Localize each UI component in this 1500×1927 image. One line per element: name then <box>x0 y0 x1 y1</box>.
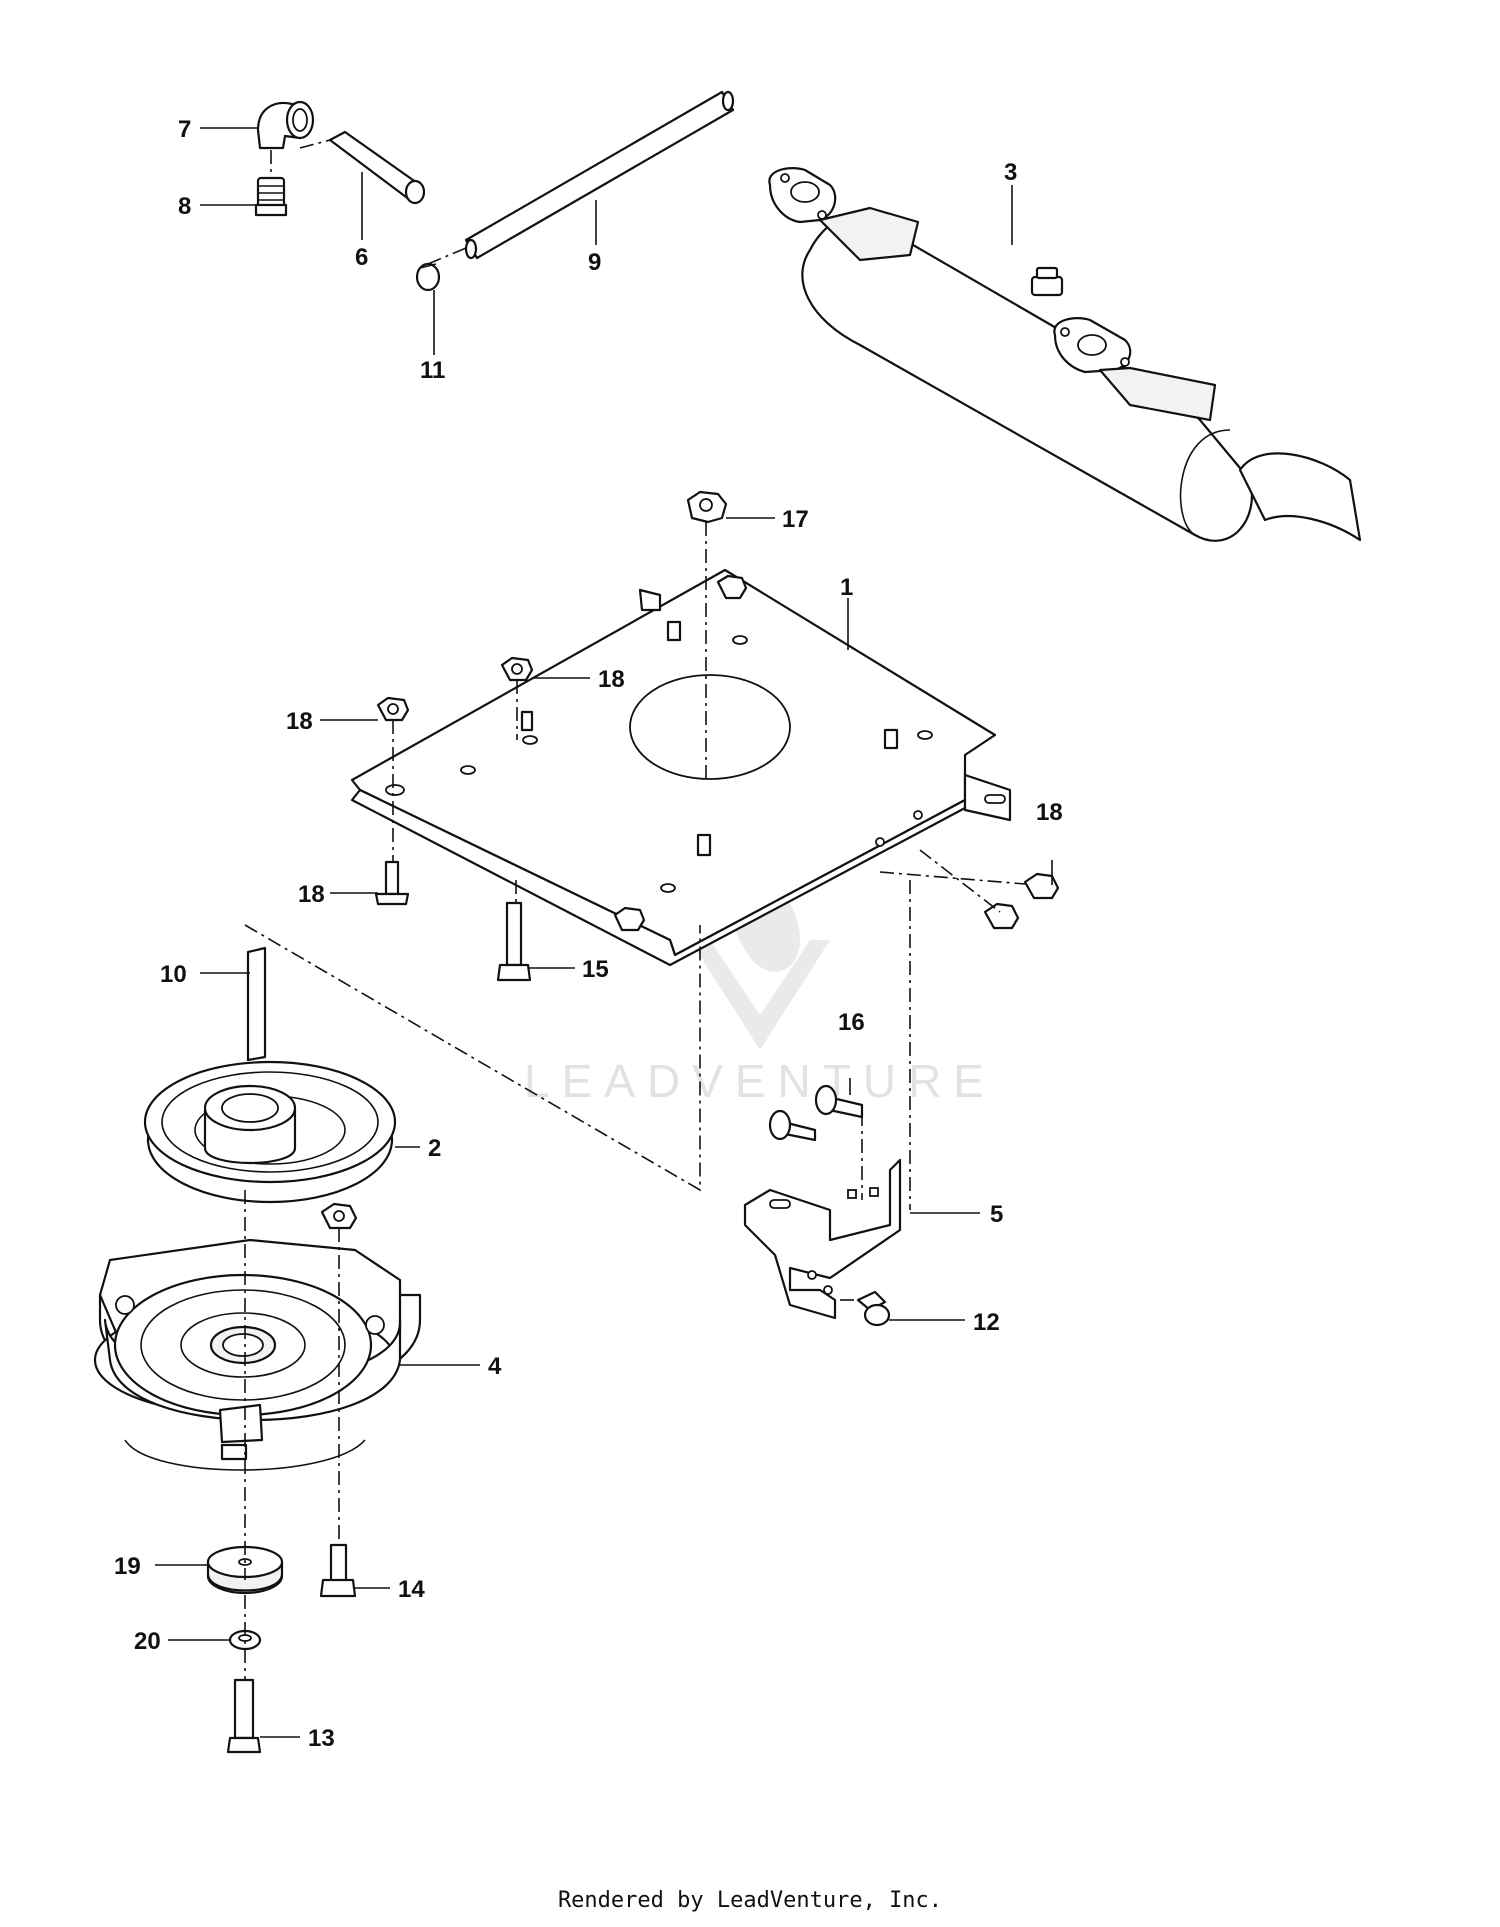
callout-17: 17 <box>782 506 809 533</box>
part-14-bolt <box>319 1543 357 1598</box>
callout-8: 8 <box>178 193 191 220</box>
part-15-bolt <box>496 901 532 982</box>
part-4-clutch <box>93 1238 422 1471</box>
callout-18-right: 18 <box>1036 799 1063 826</box>
part-18-bolt <box>374 860 410 906</box>
callout-10: 10 <box>160 961 187 988</box>
callout-20: 20 <box>134 1628 161 1655</box>
part-3-muffler <box>768 167 1362 542</box>
part-17-nut <box>686 490 728 524</box>
part-2-pulley <box>143 1060 397 1204</box>
callout-6: 6 <box>355 244 368 271</box>
part-5-bracket <box>743 1158 902 1320</box>
callout-18-bolt: 18 <box>298 881 325 908</box>
callout-9: 9 <box>588 249 601 276</box>
assembly-lines <box>244 139 1026 1680</box>
part-6-nipple <box>328 130 426 205</box>
part-11-clamp <box>415 262 441 292</box>
callout-16: 16 <box>838 1009 865 1036</box>
callout-15: 15 <box>582 956 609 983</box>
callout-5: 5 <box>990 1201 1003 1228</box>
part-10-key <box>246 946 267 1062</box>
part-8-plug <box>254 176 288 217</box>
callout-13: 13 <box>308 1725 335 1752</box>
callout-18-left: 18 <box>286 708 313 735</box>
callout-12: 12 <box>973 1309 1000 1336</box>
part-9-tube <box>464 90 735 260</box>
part-4-top-nut <box>320 1202 358 1230</box>
part-18-nut-upper <box>500 656 534 682</box>
part-7-elbow <box>256 100 315 150</box>
callout-11: 11 <box>420 357 445 384</box>
part-12-screw <box>856 1290 891 1327</box>
callout-1: 1 <box>840 574 853 601</box>
callout-labels: 7 8 6 9 11 3 17 1 18 18 18 18 10 15 2 16… <box>114 116 1063 1752</box>
callout-14: 14 <box>398 1576 425 1603</box>
part-18-nut-left <box>376 696 410 722</box>
callout-2: 2 <box>428 1135 441 1162</box>
callout-4: 4 <box>488 1353 502 1380</box>
leader-lines <box>155 127 1053 1738</box>
part-18-nuts-right <box>983 872 1060 930</box>
callout-3: 3 <box>1004 159 1017 186</box>
part-13-bolt <box>226 1678 262 1754</box>
callout-19: 19 <box>114 1553 141 1580</box>
watermark: LEADVENTURE <box>524 830 996 1107</box>
callout-18-upper: 18 <box>598 666 625 693</box>
footer-credit: Rendered by LeadVenture, Inc. <box>557 1888 943 1913</box>
part-1-mounting-plate <box>350 568 1012 967</box>
callout-7: 7 <box>178 116 191 143</box>
watermark-text: LEADVENTURE <box>524 1055 996 1107</box>
part-16-bolts <box>768 1084 864 1142</box>
